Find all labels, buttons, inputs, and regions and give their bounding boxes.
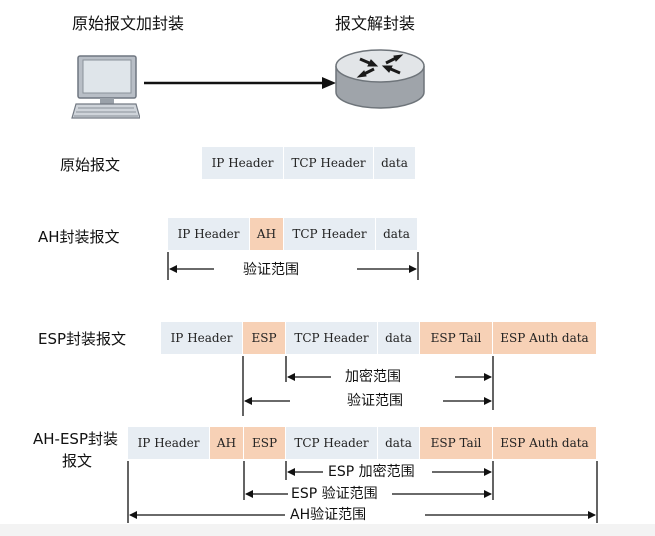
cell-data: data: [378, 427, 420, 459]
bottom-strip: [0, 524, 655, 536]
row-label-ah: AH封装报文: [38, 228, 120, 246]
ah-esp-esp-auth-range-label: ESP 验证范围: [288, 485, 381, 503]
row-label-ah-esp-line2: 报文: [62, 452, 93, 470]
cell-esp-auth-data: ESP Auth data: [493, 322, 597, 354]
computer-icon: [71, 55, 140, 119]
ah-auth-range-label: 验证范围: [240, 261, 302, 279]
cell-tcp-header: TCP Header: [284, 147, 374, 179]
cell-tcp-header: TCP Header: [286, 427, 378, 459]
cell-data: data: [378, 322, 420, 354]
cell-ah: AH: [250, 218, 284, 250]
cell-esp: ESP: [244, 427, 286, 459]
cell-esp-auth-data: ESP Auth data: [493, 427, 597, 459]
cell-esp-tail: ESP Tail: [420, 427, 493, 459]
esp-encrypt-range-label: 加密范围: [342, 368, 404, 386]
cell-tcp-header: TCP Header: [284, 218, 376, 250]
ah-esp-encrypt-range-label: ESP 加密范围: [325, 463, 418, 481]
cell-ah: AH: [210, 427, 244, 459]
row-label-original: 原始报文: [60, 156, 121, 174]
cell-tcp-header: TCP Header: [286, 322, 378, 354]
cell-data: data: [374, 147, 416, 179]
ah-esp-ah-auth-range-label: AH验证范围: [287, 506, 370, 524]
cell-ip-header: IP Header: [128, 427, 210, 459]
cell-ip-header: IP Header: [168, 218, 250, 250]
flow-arrow: [144, 77, 336, 89]
router-icon: [335, 49, 425, 109]
row-label-ah-esp-line1: AH-ESP封装: [33, 430, 118, 448]
cell-ip-header: IP Header: [202, 147, 284, 179]
destination-title: 报文解封装: [335, 14, 416, 33]
cell-data: data: [376, 218, 418, 250]
cell-esp: ESP: [243, 322, 286, 354]
cell-ip-header: IP Header: [161, 322, 243, 354]
cell-esp-tail: ESP Tail: [420, 322, 493, 354]
source-title: 原始报文加封装: [72, 14, 185, 33]
esp-auth-range-label: 验证范围: [344, 392, 406, 410]
row-label-esp: ESP封装报文: [38, 330, 127, 348]
